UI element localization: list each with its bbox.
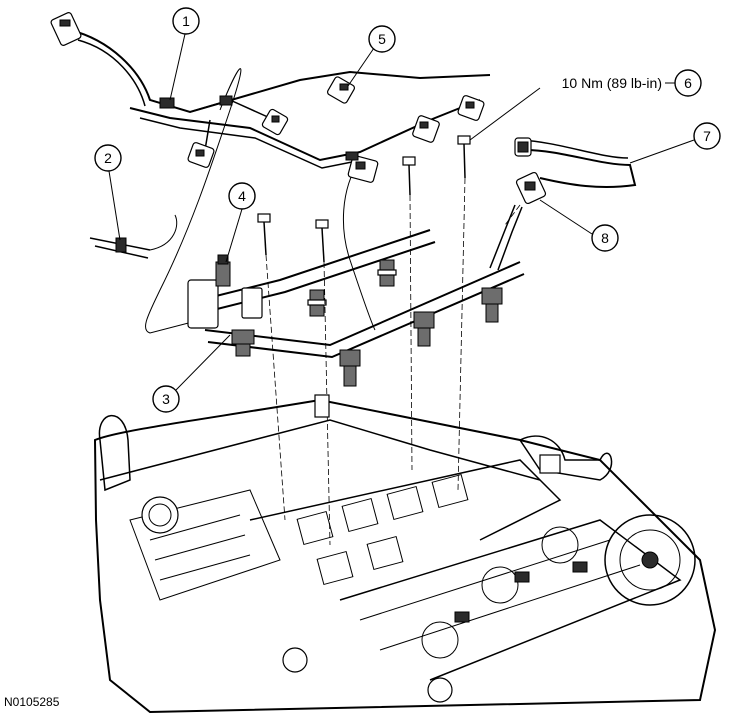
callout-7-label: 7: [703, 128, 711, 144]
torque-spec: 10 Nm (89 lb-in): [562, 75, 662, 91]
alignment-guides: [265, 177, 466, 546]
harness-connector: [187, 142, 215, 168]
harness-clip-section: [89, 214, 178, 259]
fuel-injector: [481, 287, 503, 323]
callout-5-label: 5: [378, 31, 386, 47]
fuel-injector: [377, 259, 397, 287]
callout-6: 10 Nm (89 lb-in) 6: [469, 69, 702, 141]
bolt: [402, 156, 416, 196]
callout-5: 5: [347, 25, 396, 87]
fuel-injector: [307, 289, 327, 317]
bolt: [457, 135, 471, 179]
figure-id: N0105285: [4, 695, 60, 709]
callout-7: 7: [629, 122, 721, 164]
callout-3: 3: [152, 334, 231, 413]
fuel-rail-assembly: [187, 204, 525, 359]
callout-2: 2: [94, 144, 122, 241]
callout-4: 4: [225, 182, 256, 263]
harness-connector: [412, 115, 440, 143]
fuel-injector: [231, 329, 255, 357]
fuel-injector: [339, 349, 361, 387]
fuel-injectors: [215, 254, 503, 387]
harness-connector: [326, 76, 356, 104]
callout-2-label: 2: [104, 150, 112, 166]
callout-3-label: 3: [162, 391, 170, 407]
callout-8: 8: [539, 199, 619, 252]
bolt: [315, 219, 329, 263]
callout-1-label: 1: [182, 13, 190, 29]
bolt: [257, 213, 271, 256]
fuel-supply-tube: [504, 137, 637, 226]
wiring-harness: [50, 12, 491, 334]
fuel-injector: [215, 254, 231, 287]
callout-6-label: 6: [684, 75, 692, 91]
harness-connector: [457, 95, 485, 121]
callout-1: 1: [169, 7, 200, 101]
harness-clip: [159, 95, 359, 161]
callout-8-label: 8: [601, 230, 609, 246]
harness-connector: [261, 108, 289, 136]
callout-4-label: 4: [238, 188, 246, 204]
harness-connector: [347, 155, 379, 183]
fuel-rail-bolts: [257, 135, 471, 263]
harness-connector: [50, 12, 82, 46]
engine-block: [93, 394, 717, 714]
fuel-injector: [413, 311, 435, 347]
